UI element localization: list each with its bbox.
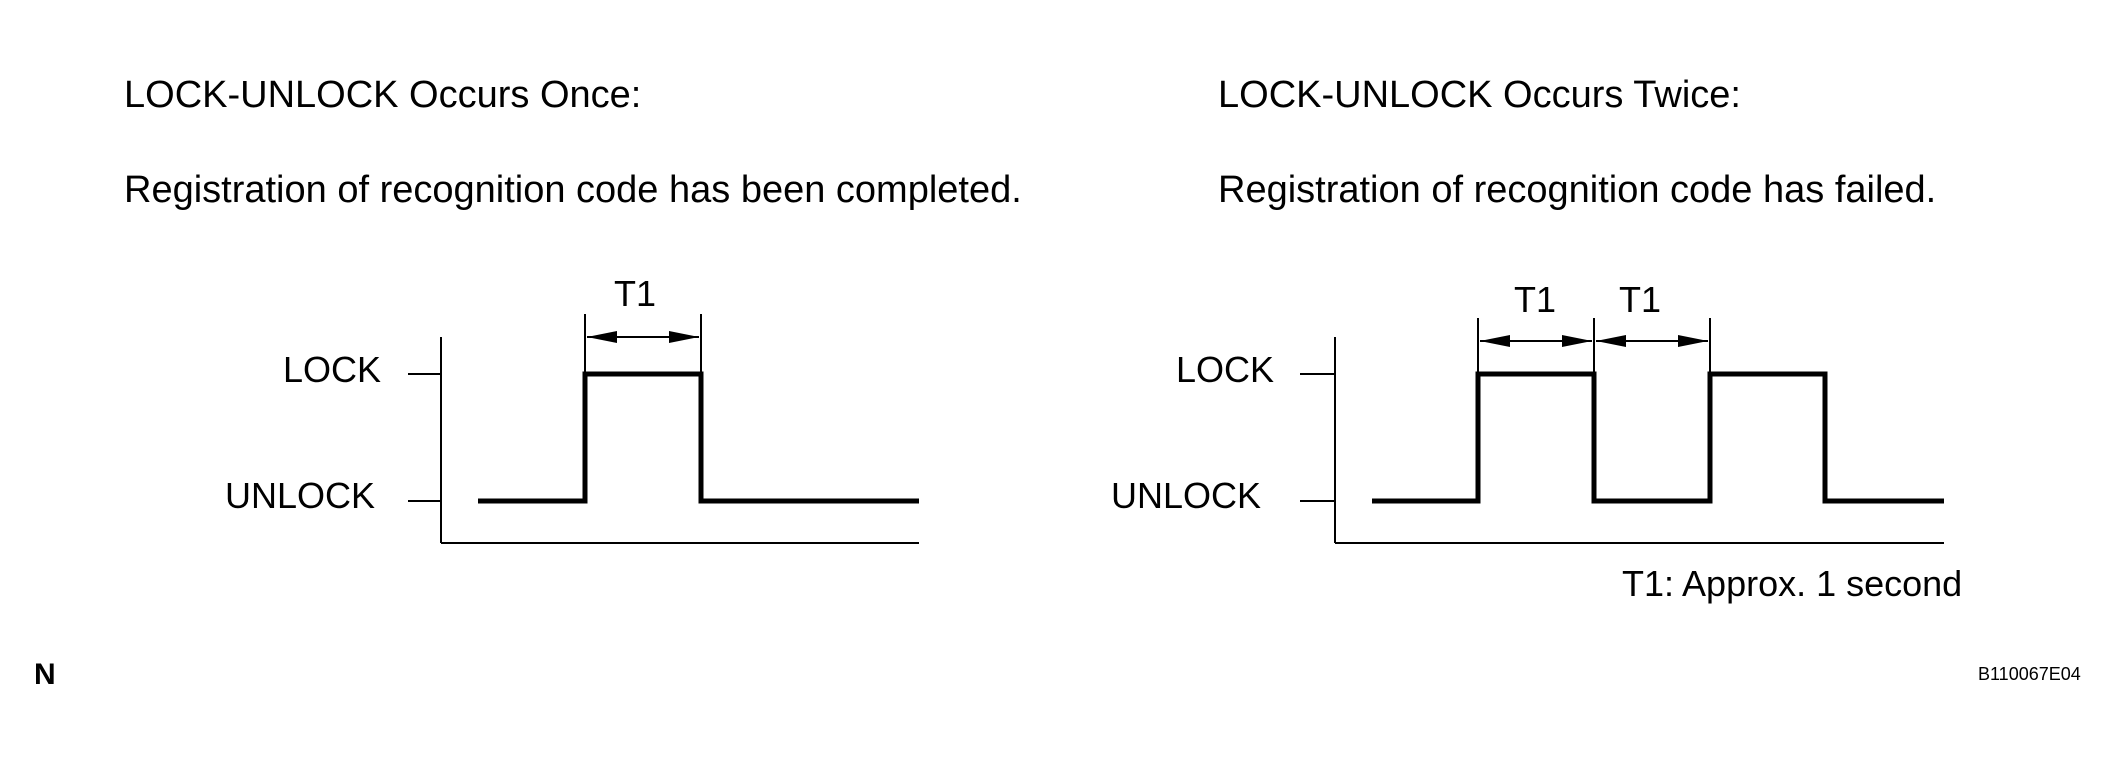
right-unlock-label: UNLOCK — [1111, 475, 1262, 516]
corner-mark: N — [34, 658, 56, 691]
t1-note: T1: Approx. 1 second — [1622, 563, 1963, 604]
left-lock-label: LOCK — [283, 349, 382, 390]
left-panel-title: LOCK-UNLOCK Occurs Once: — [124, 74, 642, 116]
right-panel-subtitle: Registration of recognition code has fai… — [1218, 169, 1937, 211]
right-t1-label-1: T1 — [1514, 279, 1557, 320]
left-signal-waveform — [478, 371, 919, 504]
left-panel-subtitle: Registration of recognition code has bee… — [124, 169, 1022, 211]
right-signal-waveform — [1372, 371, 1944, 504]
right-lock-label: LOCK — [1176, 349, 1275, 390]
left-t1-label: T1 — [614, 273, 657, 314]
right-chart — [1300, 318, 1944, 544]
left-chart — [408, 314, 919, 544]
right-t1-label-2: T1 — [1619, 279, 1662, 320]
left-unlock-label: UNLOCK — [225, 475, 376, 516]
figure-code: B110067E04 — [1978, 664, 2081, 684]
right-panel-title: LOCK-UNLOCK Occurs Twice: — [1218, 74, 1741, 116]
